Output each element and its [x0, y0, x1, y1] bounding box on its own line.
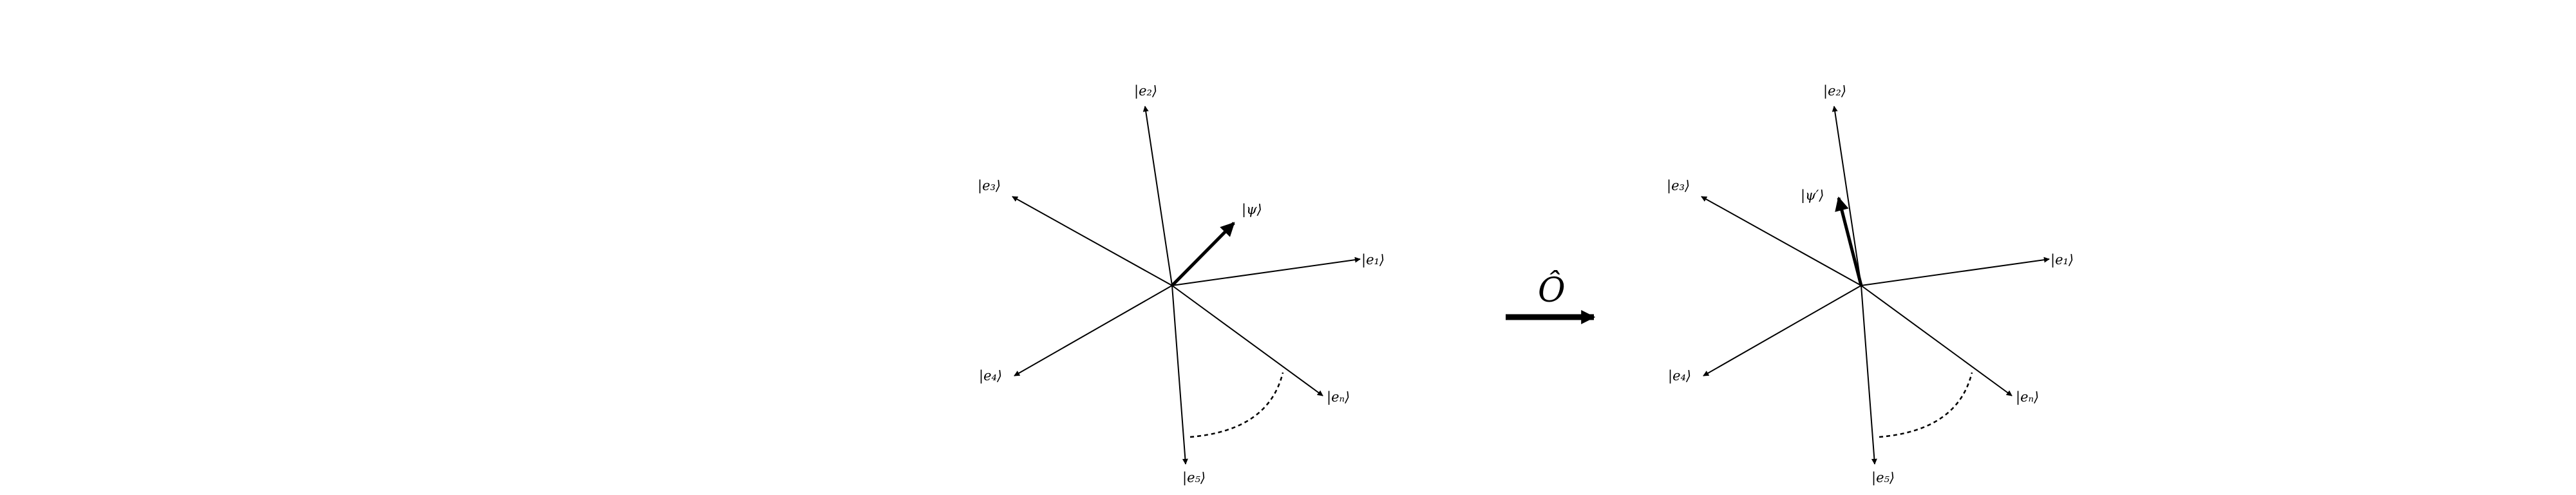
basis-vector-e2: |e₂⟩: [1823, 83, 1862, 286]
state-vector-psi-prime: |ψ′⟩: [1801, 188, 1863, 286]
basis-label-e2: |e₂⟩: [1134, 83, 1157, 99]
state-vector-psi: |ψ⟩: [1171, 202, 1262, 287]
basis-label-en: |eₙ⟩: [1327, 389, 1350, 405]
basis-vector-e5: |e₅⟩: [1861, 285, 1895, 486]
basis-label-en: |eₙ⟩: [2016, 389, 2039, 405]
state-label-psi: |ψ⟩: [1242, 202, 1262, 218]
basis-vector-e2: |e₂⟩: [1134, 83, 1173, 286]
basis-label-e5: |e₅⟩: [1182, 470, 1206, 486]
basis-vector-en: |eₙ⟩: [1171, 285, 1350, 405]
basis-label-e1: |e₁⟩: [2050, 252, 2074, 268]
basis-vector-en: |eₙ⟩: [1861, 285, 2039, 405]
basis-vector-e3: |e₃⟩: [978, 178, 1173, 286]
basis-vector-e4: |e₄⟩: [1668, 285, 1862, 384]
basis-label-e2: |e₂⟩: [1823, 83, 1846, 99]
basis-label-e4: |e₄⟩: [1668, 368, 1691, 384]
operator-transition: Ô: [1506, 270, 1596, 324]
basis-vector-e4: |e₄⟩: [979, 285, 1173, 384]
ellipsis-arc: [1189, 372, 1284, 438]
basis-label-e5: |e₅⟩: [1871, 470, 1895, 486]
basis-vector-e5: |e₅⟩: [1171, 285, 1206, 486]
basis-label-e1: |e₁⟩: [1361, 252, 1385, 268]
diagram-after: |e₁⟩ |e₂⟩ |e₃⟩ |e₄⟩ |e₅⟩ |eₙ⟩ |ψ′⟩: [1667, 83, 2074, 486]
basis-vector-e3: |e₃⟩: [1667, 178, 1862, 286]
ellipsis-arc: [1879, 372, 1973, 438]
basis-vector-e1: |e₁⟩: [1171, 252, 1385, 286]
diagram-before: |e₁⟩ |e₂⟩ |e₃⟩ |e₄⟩ |e₅⟩ |eₙ⟩ |ψ⟩: [978, 83, 1385, 486]
operator-label: Ô: [1538, 270, 1566, 310]
basis-vector-e1: |e₁⟩: [1861, 252, 2074, 286]
basis-label-e4: |e₄⟩: [979, 368, 1002, 384]
basis-label-e3: |e₃⟩: [978, 178, 1001, 194]
state-label-psi-prime: |ψ′⟩: [1801, 188, 1824, 204]
basis-label-e3: |e₃⟩: [1667, 178, 1690, 194]
